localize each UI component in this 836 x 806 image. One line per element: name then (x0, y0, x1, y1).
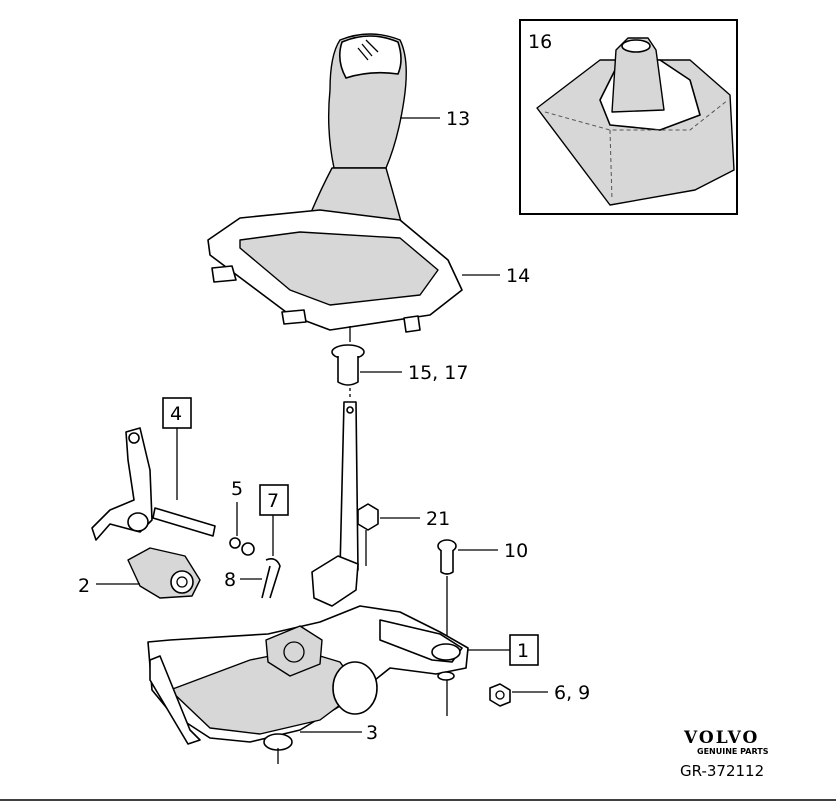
genuine-parts-label: GENUINE PARTS (697, 747, 769, 756)
volvo-logo: VOLVO (683, 728, 759, 748)
callout-3: 3 (366, 722, 378, 744)
diagram-reference: GR-372112 (680, 762, 764, 780)
nut-body (357, 503, 379, 531)
inset-shift-boot: 16 (519, 19, 738, 215)
callout-14: 14 (506, 265, 530, 287)
callout-1-box (509, 634, 539, 666)
bolt-shank (440, 550, 454, 575)
bezel-tab-right (403, 315, 421, 333)
callout-6-9: 6, 9 (554, 682, 590, 704)
callout-10: 10 (504, 540, 528, 562)
housing-gear (265, 625, 323, 677)
callout-4: 4 (170, 403, 182, 425)
housing-foot (263, 733, 293, 751)
lever-shaft (339, 401, 359, 571)
nut: 21 (357, 503, 450, 566)
knob-top-cap (338, 35, 402, 79)
bushing-body (337, 356, 359, 386)
bracket-plate (91, 427, 153, 541)
bezel-inner (239, 231, 439, 306)
washer-set: 5 (229, 478, 255, 556)
callout-13: 13 (446, 108, 470, 130)
shift-bezel: 14 (207, 167, 530, 333)
lever-pivot-housing (311, 555, 359, 607)
boot-neck (611, 37, 665, 113)
retaining-clip: 7 8 (224, 484, 289, 599)
module-connector (170, 570, 194, 594)
callout-4-box (162, 397, 192, 429)
callout-15-17: 15, 17 (408, 362, 468, 384)
housing-dome (332, 661, 378, 715)
base-housing: 1 3 (147, 605, 539, 764)
shift-lever (311, 388, 359, 607)
boot-stitch (544, 99, 729, 131)
lever-bracket: 4 (91, 397, 216, 541)
boot-neck-top (621, 39, 651, 53)
bracket-pin (152, 507, 216, 537)
housing-foot-left (149, 655, 201, 745)
clip-body (261, 558, 281, 599)
clip-nut: 6, 9 (489, 682, 590, 707)
callout-7-box (259, 484, 289, 516)
callout-16: 16 (528, 31, 552, 53)
housing-eye (431, 643, 461, 661)
callout-7: 7 (267, 490, 279, 512)
bezel-tab-mid (281, 309, 307, 325)
bolt: 10 (437, 539, 528, 716)
clip-nut-body (489, 683, 511, 707)
bezel-tab-left (211, 265, 237, 283)
callout-21: 21 (426, 508, 450, 530)
gear-knob: 13 (327, 33, 470, 169)
callout-2: 2 (78, 575, 90, 597)
callout-1: 1 (517, 640, 529, 662)
selector-module: 2 (78, 547, 201, 599)
branding: VOLVO GENUINE PARTS GR-372112 (680, 728, 769, 780)
bushing: 15, 17 (331, 326, 468, 386)
callout-5: 5 (231, 478, 243, 500)
callout-8: 8 (224, 569, 236, 591)
